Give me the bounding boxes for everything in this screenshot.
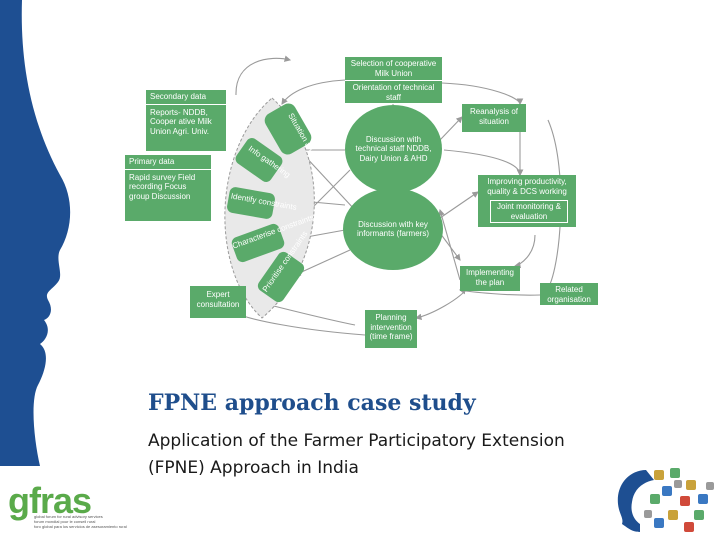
primary-data-box: Primary data Rapid survey Field recordin… (125, 155, 211, 221)
improving-box: Improving productivity, quality & DCS wo… (478, 175, 576, 227)
primary-data-body: Rapid survey Field recording Focus group… (129, 172, 196, 201)
page-subtitle: Application of the Farmer Participatory … (148, 431, 565, 478)
related-label: Related organisation (547, 285, 591, 304)
gfras-logo: gfras (8, 480, 92, 522)
discussion-staff-label: Discussion with technical staff NDDB, Da… (355, 134, 432, 163)
implementing-box: Implementing the plan (460, 266, 520, 291)
joint-monitoring-label: Joint monitoring & evaluation (490, 200, 568, 223)
expert-box: Expert consultation (190, 286, 246, 318)
secondary-data-body: Reports- NDDB, Cooper ative Milk Union A… (150, 107, 212, 136)
selection-header: Selection of cooperative Milk Union (345, 57, 442, 81)
related-box: Related organisation (540, 283, 598, 305)
puzzle-head-logo (617, 468, 714, 532)
primary-data-header: Primary data (125, 155, 211, 170)
discussion-farmers-label: Discussion with key informants (farmers) (356, 219, 429, 239)
selection-box: Selection of cooperative Milk Union Orie… (345, 57, 442, 103)
gfras-tagline-1: global forum for rural advisory services (34, 514, 103, 519)
planning-label: Planning intervention (time frame) (369, 313, 413, 341)
expert-label: Expert consultation (196, 290, 240, 309)
improving-label: Improving productivity, quality & DCS wo… (487, 177, 567, 196)
planning-box: Planning intervention (time frame) (365, 310, 417, 348)
gfras-logo-text: gfras (8, 480, 92, 521)
reanalysis-box: Reanalysis of situation (462, 104, 526, 132)
gfras-tagline-3: foro global para los servicios de asesor… (34, 524, 127, 529)
discussion-staff-circle: Discussion with technical staff NDDB, Da… (345, 105, 442, 193)
reanalysis-label: Reanalysis of situation (469, 107, 519, 126)
page-title: FPNE approach case study (148, 390, 476, 416)
secondary-data-box: Secondary data Reports- NDDB, Cooper ati… (146, 90, 226, 151)
gfras-tagline: global forum for rural advisory services… (34, 514, 134, 529)
selection-body: Orientation of technical staff (352, 83, 435, 102)
discussion-farmers-circle: Discussion with key informants (farmers) (343, 188, 443, 270)
step-identify: Identify constraints (227, 187, 297, 219)
gfras-tagline-2: forum mondial pour le conseil rural (34, 519, 96, 524)
implementing-label: Implementing the plan (465, 268, 515, 287)
secondary-data-header: Secondary data (146, 90, 226, 105)
